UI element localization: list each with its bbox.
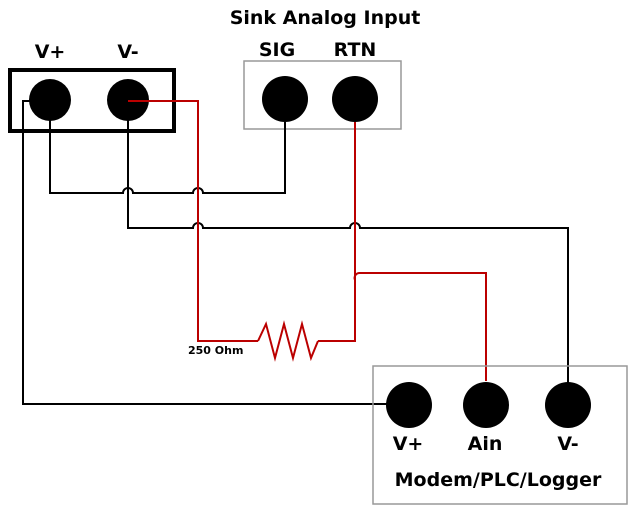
device-box — [372, 365, 628, 505]
resistor-label: 250 Ohm — [188, 344, 243, 357]
device-ain-terminal — [463, 382, 509, 428]
sensor-rtn-label: RTN — [334, 39, 377, 61]
sensor-block: SIG RTN — [243, 39, 402, 130]
device-v-plus-terminal — [386, 382, 432, 428]
power-supply-v-minus-label: V- — [117, 41, 138, 63]
power-supply-v-plus-terminal — [29, 79, 71, 121]
device-v-minus-terminal — [545, 382, 591, 428]
device-ain-label: Ain — [468, 433, 503, 455]
device-v-plus-label: V+ — [393, 433, 424, 455]
device-block: V+ Ain V- Modem/PLC/Logger — [372, 365, 628, 505]
wire-resistor-to-rtn — [318, 122, 356, 342]
black-wires — [22, 100, 569, 405]
sensor-sig-label: SIG — [259, 39, 295, 61]
wire-psu-vminus-to-device-vminus — [127, 120, 569, 383]
wire-psu-vminus-to-resistor — [128, 100, 258, 342]
sensor-box — [243, 60, 402, 130]
diagram-title: Sink Analog Input — [230, 7, 421, 29]
device-name: Modem/PLC/Logger — [395, 469, 602, 491]
device-v-minus-label: V- — [557, 433, 578, 455]
resistor-250-ohm — [257, 320, 319, 362]
wire-psu-vplus-to-device-vplus — [22, 100, 388, 405]
power-supply-block: V+ V- — [8, 41, 176, 133]
wire-rtn-to-ain — [353, 272, 487, 381]
sensor-rtn-terminal — [332, 76, 378, 122]
power-supply-v-plus-label: V+ — [35, 41, 66, 63]
wire-psu-vplus-to-sig — [49, 120, 286, 194]
red-wires — [128, 100, 487, 381]
sensor-sig-terminal — [262, 76, 308, 122]
